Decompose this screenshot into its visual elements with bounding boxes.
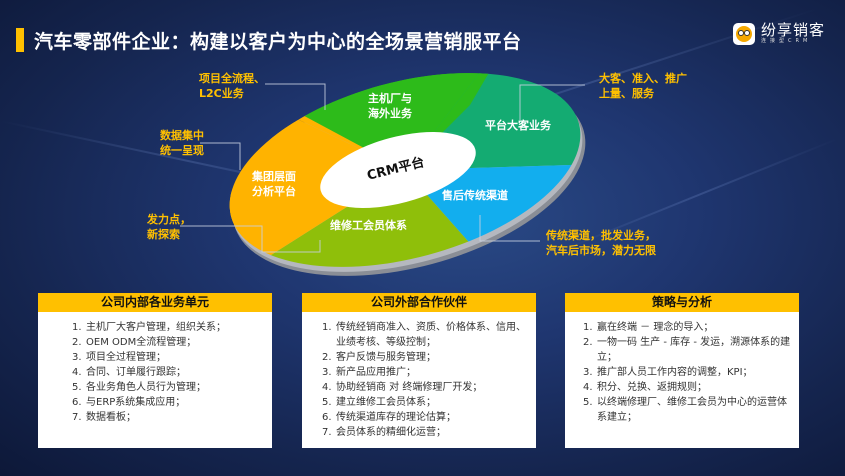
list-item: 1.传统经销商准入、资质、价格体系、信用、业绩考核、等级控制；	[322, 322, 526, 348]
segment-label-repair: 维修工会员体系	[330, 219, 407, 232]
list-item: 1.主机厂大客户管理，组织关系；	[72, 322, 226, 333]
segment-repair	[208, 170, 520, 290]
callout-aftermarket: 传统渠道，批发业务， 汽车后市场，潜力无限	[546, 229, 656, 257]
title-accent-bar	[16, 28, 24, 52]
panel-title: 策略与分析	[565, 293, 799, 312]
brand-subtitle: 连接型CRM	[761, 38, 812, 44]
list-item: 1.赢在终端 － 理念的导入；	[583, 322, 714, 333]
list-item: 2.一物一码 生产 - 库存 - 发运，溯源体系的建立；	[583, 337, 791, 363]
callout-repair: 发力点， 新探索	[147, 213, 191, 241]
list-item: 3.项目全过程管理；	[72, 352, 166, 363]
brand-name: 纷享销客	[761, 21, 826, 39]
crm-platform-diagram: CRM平台 主机厂与 海外业务 平台大客业务 售后传统渠道 维修工会员体系 集团…	[147, 38, 687, 290]
list-item: 4.协助经销商 对 终端修理厂开发；	[322, 382, 483, 393]
list-item: 7.会员体系的精细化运营；	[322, 427, 446, 438]
segment-label-aftermarket: 售后传统渠道	[442, 189, 508, 202]
crm-center	[320, 131, 476, 209]
panel-internal-units: 公司内部各业务单元 1.主机厂大客户管理，组织关系； 2.OEM ODM全流程管…	[38, 293, 272, 448]
segment-label-group: 集团层面 分析平台	[252, 170, 296, 198]
callout-oem: 项目全流程、 L2C业务	[199, 72, 265, 100]
callout-group: 数据集中 统一呈现	[160, 129, 204, 157]
page-title: 汽车零部件企业：构建以客户为中心的全场景营销服平台	[34, 30, 522, 53]
panel-title: 公司外部合作伙伴	[302, 293, 536, 312]
list-item: 7.数据看板；	[72, 412, 136, 423]
callout-platform: 大客、准入、推广 上量、服务	[599, 72, 687, 100]
list-item: 2.OEM ODM全流程管理；	[72, 337, 197, 348]
list-item: 4.积分、兑换、返拥规则；	[583, 382, 707, 393]
panel-external-partners: 公司外部合作伙伴 1.传统经销商准入、资质、价格体系、信用、业绩考核、等级控制；…	[302, 293, 536, 448]
callout-lines	[180, 83, 585, 253]
bee-mascot-icon	[733, 22, 755, 45]
page-title-bar: 汽车零部件企业：构建以客户为中心的全场景营销服平台	[16, 28, 522, 53]
brand-logo: 纷享销客 连接型CRM	[733, 22, 825, 45]
list-item: 3.推广部人员工作内容的调整，KPI；	[583, 367, 753, 378]
panel-title: 公司内部各业务单元	[38, 293, 272, 312]
list-item: 6.传统渠道库存的理论估算；	[322, 412, 456, 423]
list-item: 3.新产品应用推广；	[322, 367, 416, 378]
list-item: 5.建立维修工会员体系；	[322, 397, 436, 408]
list-item: 2.客户反馈与服务管理；	[322, 352, 436, 363]
segment-label-oem: 主机厂与 海外业务	[368, 92, 412, 120]
ellipse-chart	[180, 38, 602, 290]
list-item: 6.与ERP系统集成应用；	[72, 397, 186, 408]
list-item: 5.各业务角色人员行为管理；	[72, 382, 206, 393]
segment-label-platform: 平台大客业务	[485, 119, 551, 132]
list-item: 5.以终端修理厂、维修工会员为中心的运营体系建立；	[583, 397, 787, 423]
list-item: 4.合同、订单履行跟踪；	[72, 367, 186, 378]
panel-strategy-analysis: 策略与分析 1.赢在终端 － 理念的导入； 2.一物一码 生产 - 库存 - 发…	[565, 293, 799, 448]
